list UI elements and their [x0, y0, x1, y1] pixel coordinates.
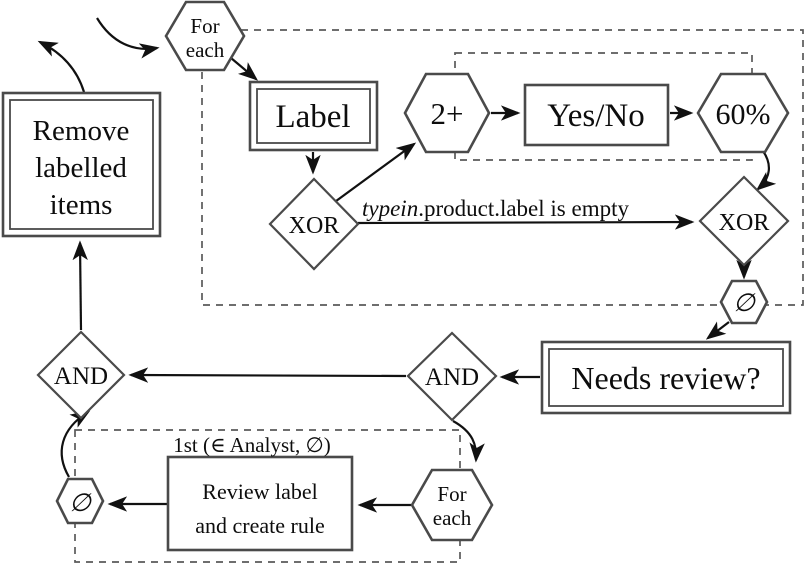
arrow-for-each-to-label	[230, 57, 259, 81]
remove-items-label1: Remove	[33, 115, 130, 147]
remove-items-label2: labelled	[35, 152, 127, 184]
arrow-and-middle-to-for-each-bottom	[452, 420, 485, 463]
xor-right-label: XOR	[719, 210, 770, 236]
arrow-xor-left-to-xor-right	[357, 214, 695, 230]
needs-review-label: Needs review?	[571, 360, 760, 396]
needs-review-node: Needs review?	[540, 340, 792, 415]
and-left-label: AND	[54, 363, 108, 390]
for-each-bottom-gateway: For each	[410, 468, 494, 542]
and-left-gateway: AND	[36, 330, 126, 420]
review-rule-label1: Review label	[202, 479, 317, 504]
remove-labelled-items-node: Remove labelled items	[1, 91, 162, 238]
for-each-bottom-label2: each	[433, 506, 472, 530]
review-constraint-label: 1st (∈ Analyst, ∅)	[173, 433, 331, 457]
arrow-empty-top-to-needs-review	[705, 321, 730, 340]
arrow-and-left-to-remove-items	[72, 240, 88, 331]
arrow-entry-to-for-each-top	[96, 17, 160, 59]
for-each-top-label: For	[190, 14, 219, 38]
empty-set-top-gateway: ∅	[719, 279, 769, 325]
sixty-percent-label: 60%	[716, 98, 771, 131]
sixty-percent-gateway: 60%	[696, 72, 790, 154]
remove-items-label3: items	[50, 189, 113, 221]
empty-set-bottom-label: ∅	[69, 490, 92, 517]
two-plus-gateway: 2+	[403, 72, 491, 154]
and-middle-label: AND	[425, 364, 479, 391]
xor-condition-label: typein.product.label is empty	[362, 196, 629, 221]
arrow-remove-items-exit	[37, 40, 86, 93]
yes-no-node: Yes/No	[523, 83, 670, 147]
review-rule-label2: and create rule	[195, 513, 324, 538]
arrow-xor-left-to-two-plus	[331, 142, 417, 205]
xor-left-label: XOR	[289, 213, 340, 239]
arrow-and-middle-to-and-left	[128, 367, 407, 383]
empty-set-bottom-gateway: ∅	[55, 477, 105, 525]
for-each-bottom-label: For	[437, 482, 466, 506]
and-middle-gateway: AND	[406, 331, 498, 422]
empty-set-top-label: ∅	[733, 290, 756, 317]
for-each-top-label2: each	[186, 38, 225, 62]
for-each-top-gateway: For each	[164, 0, 246, 72]
outer-dashed-group-box	[201, 29, 804, 306]
label-task-node: Label	[248, 80, 379, 152]
label-task-label: Label	[275, 99, 350, 135]
yes-no-label: Yes/No	[547, 98, 645, 134]
two-plus-label: 2+	[431, 96, 464, 131]
xor-right-gateway: XOR	[698, 175, 790, 267]
arrow-sixty-to-xor-right	[755, 150, 777, 191]
review-rule-node: Review label and create rule	[166, 455, 354, 552]
xor-left-gateway: XOR	[268, 177, 360, 271]
